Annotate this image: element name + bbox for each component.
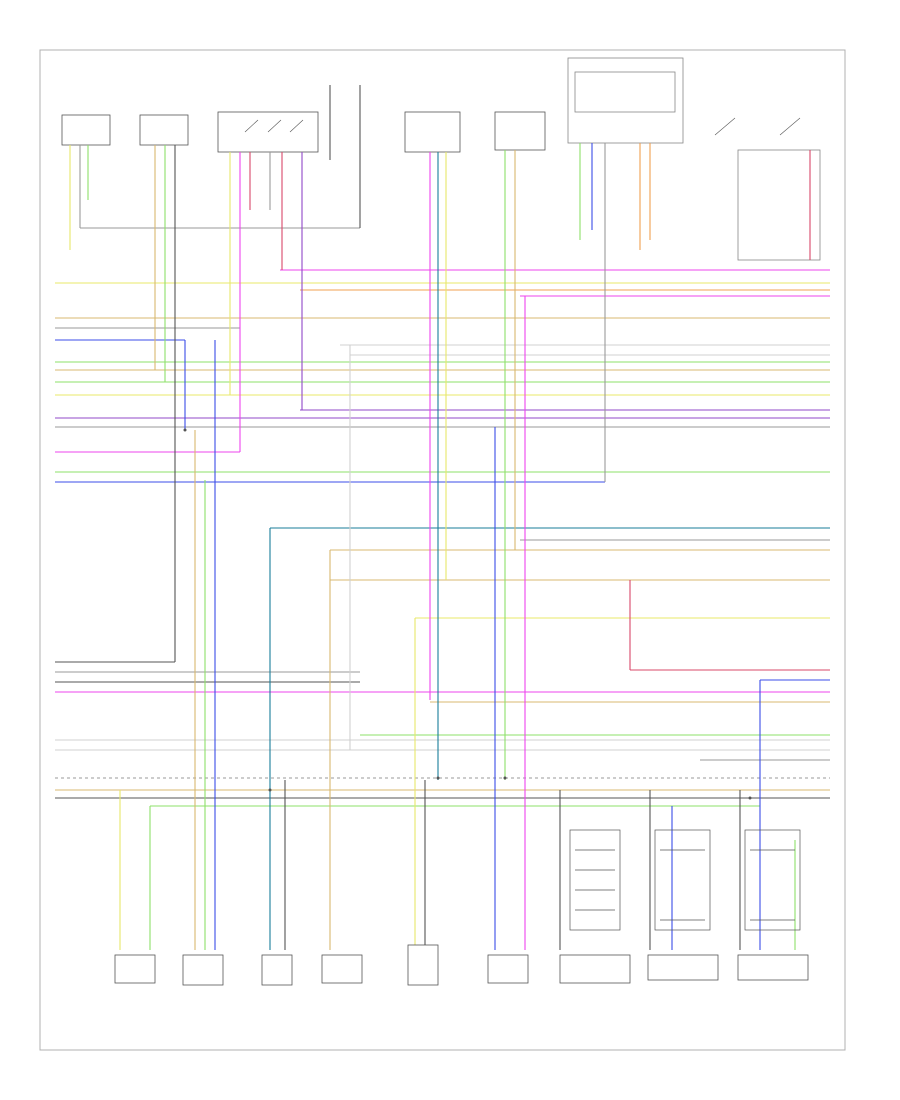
top-connector-5	[494, 111, 546, 151]
control-module-inner	[574, 71, 676, 113]
bottom-sensor-3	[261, 954, 293, 986]
bottom-sensor-4	[321, 954, 363, 984]
top-components	[61, 57, 821, 261]
top-connector-4	[404, 111, 461, 153]
bottom-solenoid-3	[737, 954, 809, 981]
vertical-wires	[69, 85, 811, 950]
top-connector-3	[217, 111, 319, 153]
horizontal-wires	[55, 227, 830, 807]
relay-box	[737, 149, 821, 261]
bottom-sensor-2	[182, 954, 224, 986]
bottom-sensor-6	[487, 954, 529, 984]
top-connector-2	[139, 114, 189, 146]
bottom-sensor-5	[407, 944, 439, 986]
switch-symbols	[244, 117, 801, 136]
splice-dots	[183, 428, 752, 800]
bottom-solenoid-1	[559, 954, 631, 984]
control-module-box	[567, 57, 684, 144]
solenoid-coils	[569, 829, 801, 931]
bottom-components	[114, 944, 809, 986]
diagram-frame	[39, 49, 846, 1051]
bottom-sensor-1	[114, 954, 156, 984]
top-connector-1	[61, 114, 111, 146]
bottom-solenoid-2	[647, 954, 719, 981]
